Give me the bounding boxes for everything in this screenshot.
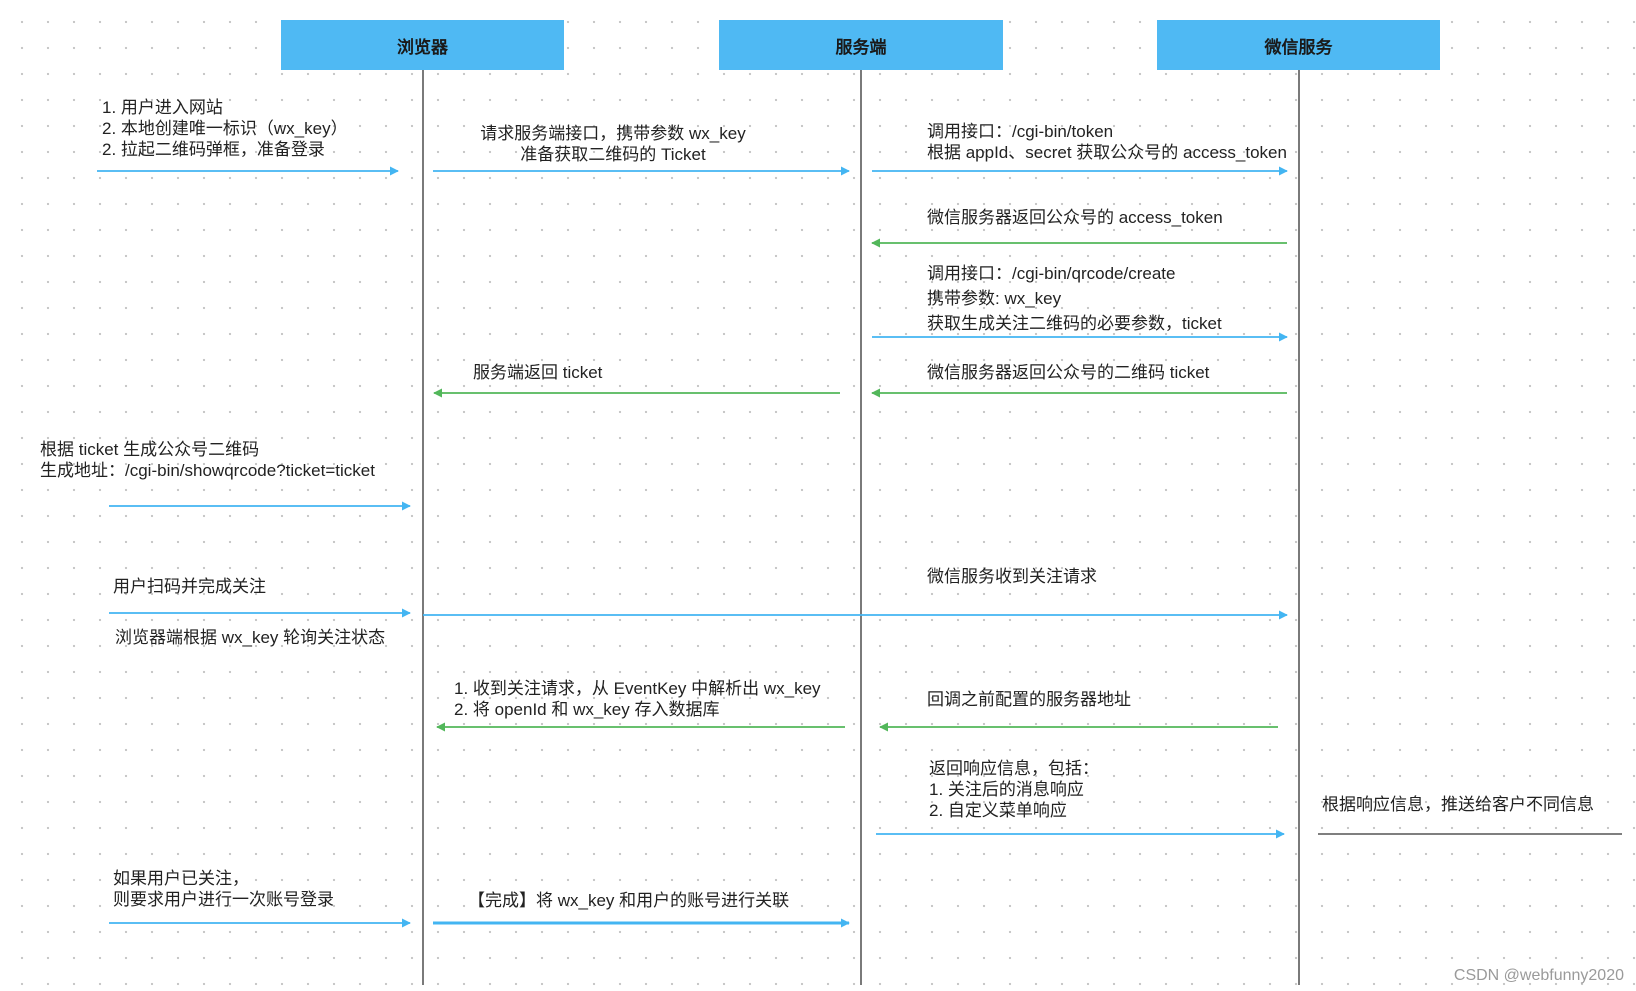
message-label: 返回响应信息，包括： 1. 关注后的消息响应 2. 自定义菜单响应 <box>929 759 1099 820</box>
lane-browser: 浏览器 <box>281 20 564 70</box>
message-label: 调用接口：/cgi-bin/token 根据 appId、secret 获取公众… <box>927 122 1287 162</box>
message-label: 微信服务器返回公众号的二维码 ticket <box>927 363 1210 382</box>
message-label: 根据 ticket 生成公众号二维码 生成地址：/cgi-bin/showqrc… <box>40 440 375 480</box>
lane-server: 服务端 <box>719 20 1003 70</box>
message-label: 请求服务端接口，携带参数 wx_key 准备获取二维码的 Ticket <box>480 124 746 164</box>
message-label: 1. 用户进入网站 2. 本地创建唯一标识（wx_key） 2. 拉起二维码弹框… <box>102 98 348 159</box>
message-label: 如果用户已关注， 则要求用户进行一次账号登录 <box>113 869 334 909</box>
lane-wechat: 微信服务 <box>1157 20 1440 70</box>
message-label: 微信服务收到关注请求 <box>927 567 1097 586</box>
message-label: 服务端返回 ticket <box>473 363 603 382</box>
message-label: 调用接口：/cgi-bin/qrcode/create 携带参数: wx_key… <box>927 264 1222 333</box>
message-label: 回调之前配置的服务器地址 <box>927 690 1131 709</box>
message-label: 1. 收到关注请求，从 EventKey 中解析出 wx_key 2. 将 op… <box>454 679 821 719</box>
message-label: 微信服务器返回公众号的 access_token <box>927 208 1223 227</box>
message-label: 根据响应信息，推送给客户不同信息 <box>1322 795 1594 814</box>
message-label: 用户扫码并完成关注 <box>113 577 266 596</box>
watermark: CSDN @webfunny2020 <box>1453 967 1624 984</box>
message-label: 浏览器端根据 wx_key 轮询关注状态 <box>115 628 386 647</box>
message-label: 【完成】将 wx_key 和用户的账号进行关联 <box>468 891 790 910</box>
